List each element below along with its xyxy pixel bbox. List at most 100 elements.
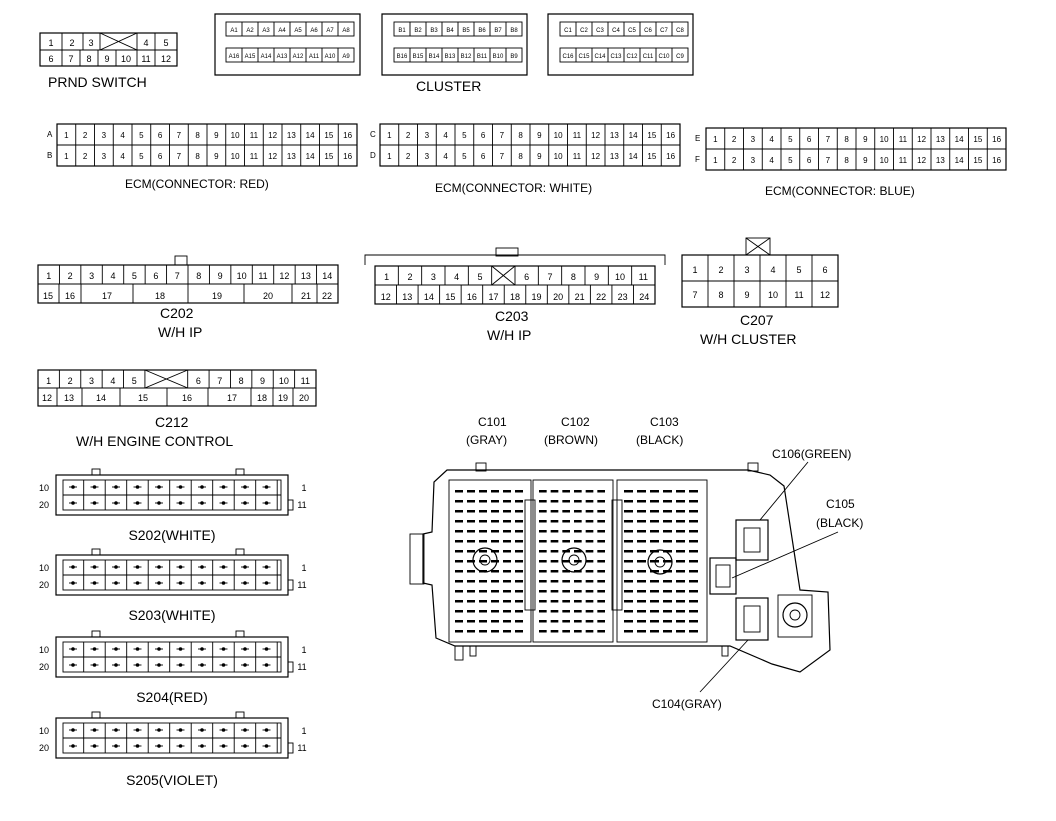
cluster-b-pin-B7: B7 bbox=[494, 28, 502, 34]
s204-pin-1: 1 bbox=[301, 645, 306, 655]
ecm-red-top-pin-1: 1 bbox=[64, 131, 69, 140]
ecm-red-bottom-pin-14: 14 bbox=[306, 152, 315, 161]
ecm-red-bottom-pin-6: 6 bbox=[158, 152, 163, 161]
ecm-red-top-pin-10: 10 bbox=[231, 131, 240, 140]
ecm-white-bottom-pin-10: 10 bbox=[554, 152, 563, 161]
ecm-blue-connector: E F 112233445566778899101011111212131314… bbox=[695, 127, 1007, 198]
s202-title: S202(WHITE) bbox=[128, 527, 215, 543]
s203-pin-10: 10 bbox=[39, 563, 49, 573]
s205-pin-20: 20 bbox=[39, 743, 49, 753]
prnd-pin-10: 10 bbox=[121, 54, 131, 64]
c202-id: C202 bbox=[160, 305, 194, 321]
ecm-red-top-pin-11: 11 bbox=[250, 131, 259, 140]
junction-block: C101 (GRAY) C102 (BROWN) C103 (BLACK) C1… bbox=[409, 415, 863, 711]
cluster-b-pin-B6: B6 bbox=[478, 28, 486, 34]
ecm-white-top-pin-5: 5 bbox=[462, 131, 467, 140]
c104-leader bbox=[699, 639, 749, 693]
cluster-c-pin-C1: C1 bbox=[564, 28, 572, 34]
ecm-red-title: ECM(CONNECTOR: RED) bbox=[125, 177, 269, 191]
c212-pin-12: 12 bbox=[42, 393, 52, 403]
c203-pin-5: 5 bbox=[477, 272, 482, 282]
ecm-blue-bottom-pin-10: 10 bbox=[880, 156, 889, 165]
ecm-red-bottom-pin-16: 16 bbox=[343, 152, 352, 161]
ecm-red-bottom-pin-15: 15 bbox=[324, 152, 333, 161]
s204-pin-11: 11 bbox=[297, 662, 306, 672]
cluster-c-pin-C10: C10 bbox=[658, 54, 670, 60]
ecm-blue-bottom-pin-12: 12 bbox=[917, 156, 926, 165]
c202-pin-15: 15 bbox=[43, 291, 53, 301]
cluster-a-pin-A15: A15 bbox=[245, 54, 256, 60]
cluster-title: CLUSTER bbox=[416, 78, 481, 94]
c212-pin-7: 7 bbox=[217, 376, 222, 386]
prnd-pin-11: 11 bbox=[141, 54, 150, 64]
ecm-white-row-c: C bbox=[370, 130, 376, 139]
c202-pin-18: 18 bbox=[155, 291, 165, 301]
c212-pin-8: 8 bbox=[239, 376, 244, 386]
cluster-a-pin-A10: A10 bbox=[325, 54, 336, 60]
cluster-a-pin-A8: A8 bbox=[342, 28, 350, 34]
ecm-blue-top-pin-8: 8 bbox=[844, 135, 849, 144]
ecm-red-bottom-pin-11: 11 bbox=[250, 152, 259, 161]
s203-pin-11: 11 bbox=[297, 580, 306, 590]
prnd-pin-3: 3 bbox=[88, 38, 93, 48]
cluster-a-pin-A7: A7 bbox=[326, 28, 334, 34]
c106-label: C106(GREEN) bbox=[772, 447, 851, 461]
s202-pin-1: 1 bbox=[301, 483, 306, 493]
c212-pin-16: 16 bbox=[182, 393, 192, 403]
ecm-blue-title: ECM(CONNECTOR: BLUE) bbox=[765, 184, 915, 198]
c203-pin-3: 3 bbox=[431, 272, 436, 282]
prnd-pin-7: 7 bbox=[68, 54, 73, 64]
c203-pin-9: 9 bbox=[594, 272, 599, 282]
ecm-red-row-b: B bbox=[47, 151, 52, 160]
ecm-blue-row-f: F bbox=[695, 155, 700, 164]
cluster-a-pin-A1: A1 bbox=[230, 28, 238, 34]
c203-pin-18: 18 bbox=[510, 292, 520, 302]
c202-pin-2: 2 bbox=[68, 271, 73, 281]
cluster-b-pin-B16: B16 bbox=[397, 54, 408, 60]
c203-pin-22: 22 bbox=[596, 292, 606, 302]
s202-pin-11: 11 bbox=[297, 500, 306, 510]
cluster-c-pin-C3: C3 bbox=[596, 28, 604, 34]
c212-pin-3: 3 bbox=[89, 376, 94, 386]
ecm-blue-bottom-pin-2: 2 bbox=[732, 156, 737, 165]
ecm-red-top-pin-3: 3 bbox=[102, 131, 107, 140]
cluster-c-pin-C15: C15 bbox=[578, 54, 590, 60]
c212-pin-9: 9 bbox=[260, 376, 265, 386]
ecm-blue-top-pin-6: 6 bbox=[807, 135, 812, 144]
c202-pin-4: 4 bbox=[110, 271, 115, 281]
cluster-c-pin-C13: C13 bbox=[610, 54, 622, 60]
c105-connector bbox=[709, 557, 737, 595]
ecm-white-row-d: D bbox=[370, 151, 376, 160]
ecm-red-connector: A B 112233445566778899101011111212131314… bbox=[47, 123, 358, 191]
ecm-white-top-pin-16: 16 bbox=[666, 131, 675, 140]
c101-housing bbox=[448, 479, 532, 643]
s205-pin-10: 10 bbox=[39, 726, 49, 736]
junction-stud-housing bbox=[777, 594, 813, 638]
c203-pin-14: 14 bbox=[424, 292, 434, 302]
ecm-blue-bottom-pin-9: 9 bbox=[863, 156, 868, 165]
ecm-red-bottom-pin-5: 5 bbox=[139, 152, 144, 161]
s205-pin-1: 1 bbox=[301, 726, 306, 736]
ecm-white-connector: C D 112233445566778899101011111212131314… bbox=[370, 123, 681, 195]
ecm-white-bottom-pin-2: 2 bbox=[406, 152, 411, 161]
ecm-blue-top-pin-2: 2 bbox=[732, 135, 737, 144]
ecm-white-bottom-pin-6: 6 bbox=[481, 152, 486, 161]
c203-pin-20: 20 bbox=[553, 292, 563, 302]
s205-pin-11: 11 bbox=[297, 743, 306, 753]
ecm-blue-top-pin-16: 16 bbox=[992, 135, 1001, 144]
ecm-red-top-pin-16: 16 bbox=[343, 131, 352, 140]
c203-pin-15: 15 bbox=[445, 292, 455, 302]
ecm-blue-row-e: E bbox=[695, 134, 700, 143]
c202-pin-3: 3 bbox=[89, 271, 94, 281]
cluster-b-pin-B2: B2 bbox=[414, 28, 422, 34]
ecm-blue-top-pin-3: 3 bbox=[751, 135, 756, 144]
ecm-white-top-pin-9: 9 bbox=[537, 131, 542, 140]
c207-pin-4: 4 bbox=[770, 265, 775, 275]
ecm-blue-bottom-pin-6: 6 bbox=[807, 156, 812, 165]
